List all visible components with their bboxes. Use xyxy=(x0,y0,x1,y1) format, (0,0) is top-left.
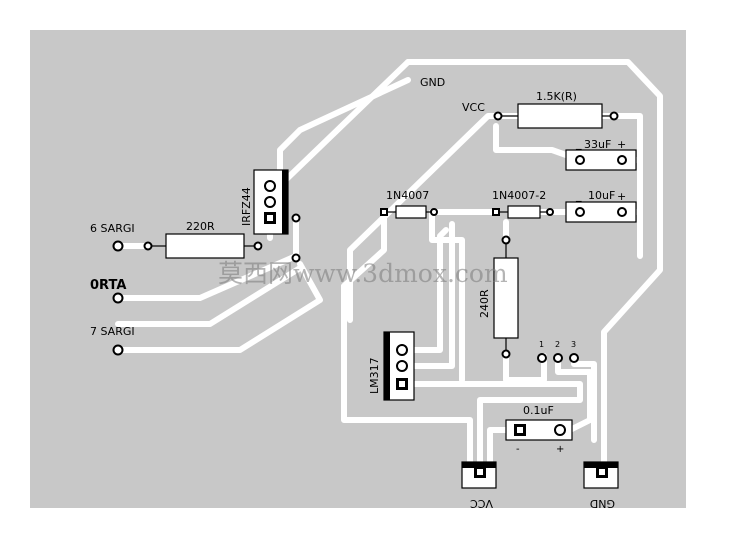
capacitor-10uf-label: 10uF xyxy=(588,189,615,202)
resistor-240r: 240R xyxy=(478,235,519,359)
pin-2-label: 2 xyxy=(555,340,560,349)
capacitor-10uf: _ 10uF + xyxy=(565,189,637,223)
pin-1-label: 1 xyxy=(539,340,544,349)
diode-1n4007-2-label: 1N4007-2 xyxy=(492,189,546,202)
vcc-top-label: VCC xyxy=(462,101,485,114)
capacitor-01uf: 0.1uF - + xyxy=(505,404,573,455)
capacitor-33uf-label: 33uF xyxy=(584,138,611,151)
svg-text:_: _ xyxy=(575,137,582,150)
resistor-220r: 220R xyxy=(143,220,263,259)
gnd-top-label: GND xyxy=(420,76,445,89)
diode-1n4007: 1N4007 xyxy=(380,189,438,219)
watermark-text: 莫西网www.3dmox.com xyxy=(218,259,508,288)
resistor-220r-label: 220R xyxy=(186,220,215,233)
connector-vcc: VCC xyxy=(461,461,497,510)
mosfet-irfz44-label: IRFZ44 xyxy=(240,187,253,226)
connector-6-sargi: 6 SARGI xyxy=(90,222,135,252)
resistor-1k5: 1.5K(R) xyxy=(493,90,619,129)
regulator-lm317: LM317 xyxy=(368,331,415,401)
diode-1n4007-label: 1N4007 xyxy=(386,189,429,202)
resistor-1k5-label: 1.5K(R) xyxy=(536,90,577,103)
capacitor-10uf-plus: + xyxy=(617,190,626,203)
connector-gnd: GND xyxy=(583,461,619,510)
connector-gnd-label: GND xyxy=(590,497,615,510)
capacitor-01uf-label: 0.1uF xyxy=(523,404,554,417)
capacitor-33uf-plus: + xyxy=(617,138,626,151)
svg-text:_: _ xyxy=(575,189,582,202)
connector-orta-label: 0RTA xyxy=(90,278,126,293)
mosfet-irfz44: IRFZ44 xyxy=(240,169,301,263)
pin-3-label: 3 xyxy=(571,340,576,349)
capacitor-01uf-plus: + xyxy=(556,444,564,455)
connector-7-sargi: 7 SARGI xyxy=(90,325,135,356)
capacitor-33uf: _ 33uF + xyxy=(565,137,637,171)
regulator-lm317-label: LM317 xyxy=(368,357,381,394)
connector-6-sargi-label: 6 SARGI xyxy=(90,222,135,235)
pin-header-123: 1 2 3 xyxy=(537,340,579,363)
diode-1n4007-2: 1N4007-2 xyxy=(492,189,554,219)
connector-vcc-label: VCC xyxy=(470,497,493,510)
resistor-240r-label: 240R xyxy=(478,289,491,318)
capacitor-01uf-minus: - xyxy=(516,444,520,455)
connector-7-sargi-label: 7 SARGI xyxy=(90,325,135,338)
connector-orta: 0RTA xyxy=(90,278,126,304)
